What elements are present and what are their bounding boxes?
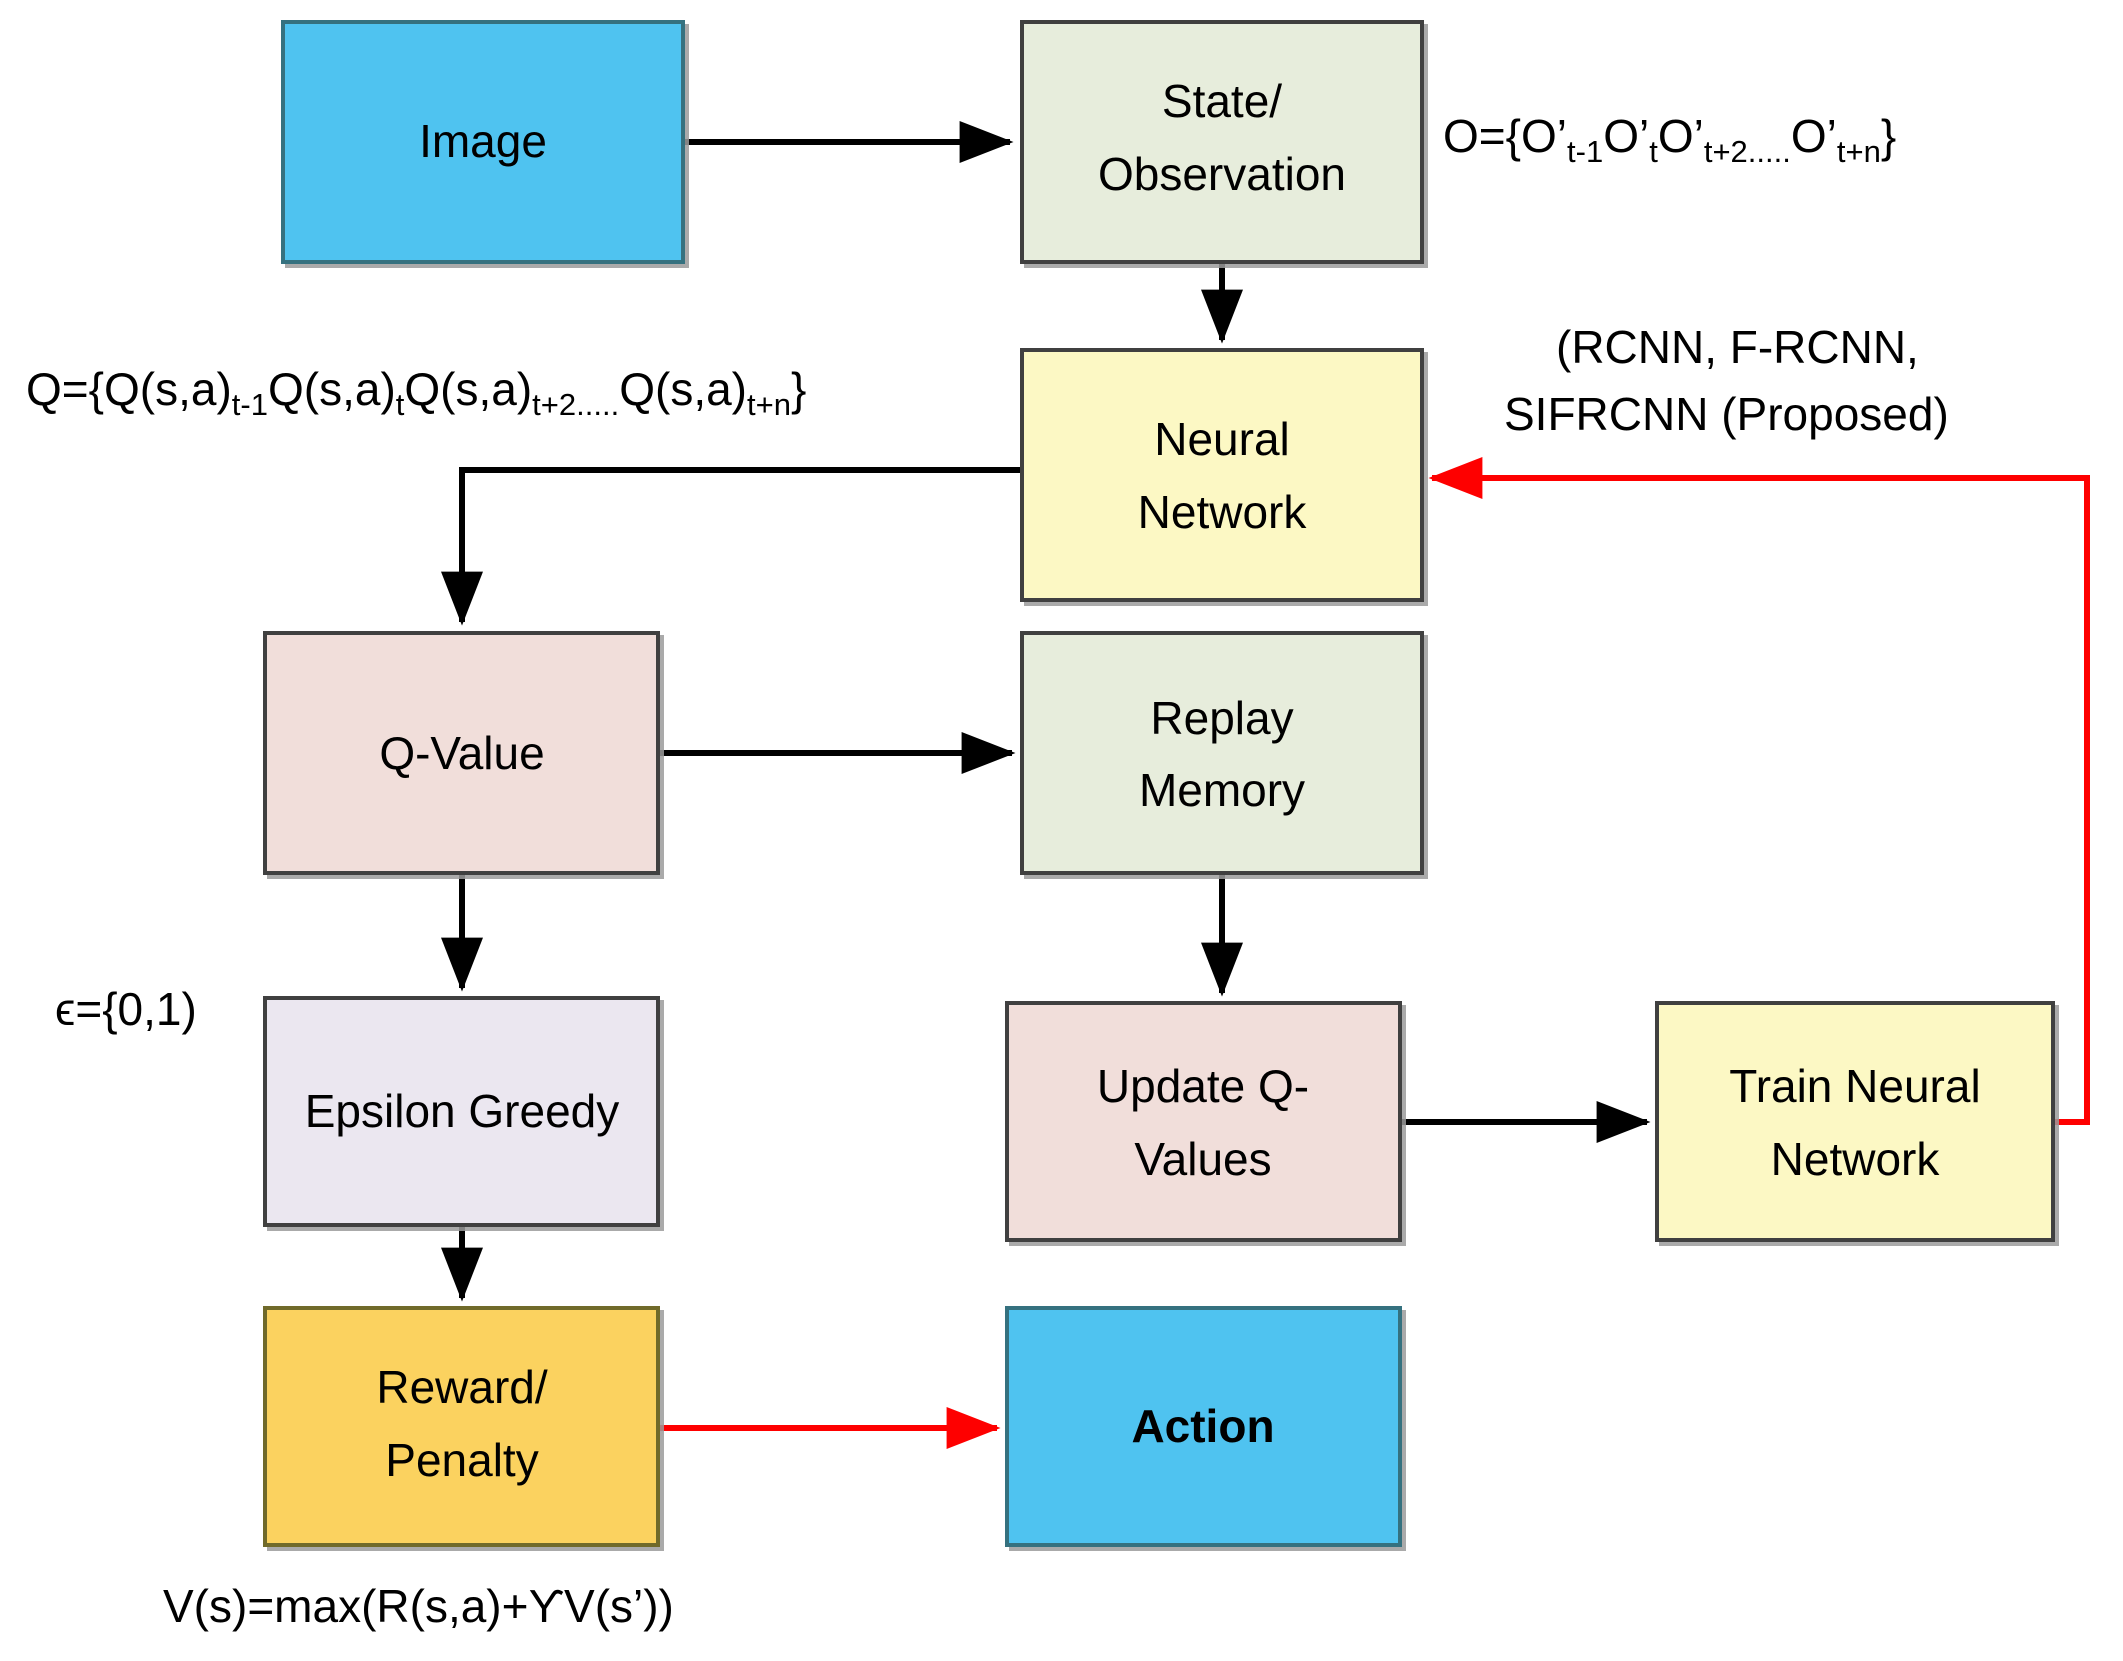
q-set-prefix: Q={Q(s,a) (26, 363, 232, 415)
q-set-mid2: Q(s,a) (404, 363, 532, 415)
node-state-observation[interactable]: State/ Observation (1020, 20, 1424, 264)
observation-set-prefix: O={O’ (1443, 110, 1567, 162)
q-set-formula: Q={Q(s,a)t-1Q(s,a)tQ(s,a)t+2.....Q(s,a)t… (26, 363, 806, 422)
node-update-q-values[interactable]: Update Q- Values (1005, 1001, 1402, 1242)
node-replay-memory-label-line1: Replay (1150, 692, 1293, 744)
q-set-sub3: t+2 (532, 387, 576, 422)
node-reward-penalty-label-line2: Penalty (385, 1434, 538, 1486)
edge-train-neural-network-to-neural-network (1428, 457, 2090, 1125)
observation-set-suffix: } (1881, 110, 1896, 162)
node-update-q-values-label-line2: Values (1134, 1133, 1271, 1185)
observation-set-mid3: O’ (1791, 110, 1837, 162)
epsilon-range-label: ϵ={0,1) (55, 983, 197, 1035)
node-neural-network-label-line1: Neural (1154, 413, 1290, 465)
q-set-mid1: Q(s,a) (268, 363, 396, 415)
node-replay-memory[interactable]: Replay Memory (1020, 631, 1424, 875)
network-variants-label-line1: (RCNN, F-RCNN, (1556, 321, 1919, 373)
node-replay-memory-label-line2: Memory (1139, 764, 1305, 816)
node-image-label: Image (419, 115, 547, 167)
node-reward-penalty-label-line1: Reward/ (376, 1361, 548, 1413)
q-set-sub2: t (396, 387, 405, 422)
observation-set-sub3: t+2 (1704, 134, 1748, 169)
node-epsilon-greedy[interactable]: Epsilon Greedy (263, 996, 660, 1227)
node-action-label: Action (1131, 1400, 1274, 1452)
observation-set-formula: O={O’t-1O’tO’t+2.....O’t+n} (1443, 110, 1896, 169)
value-function-formula: V(s)=max(R(s,a)+ϒV(s’)) (163, 1580, 674, 1632)
q-set-dots: ..... (576, 387, 619, 422)
node-state-observation-label-line2: Observation (1098, 148, 1346, 200)
node-train-neural-network[interactable]: Train Neural Network (1655, 1001, 2055, 1242)
node-action[interactable]: Action (1005, 1306, 1402, 1547)
q-set-sub1: t-1 (232, 387, 268, 422)
node-state-observation-label-line1: State/ (1162, 75, 1282, 127)
node-epsilon-greedy-label: Epsilon Greedy (305, 1085, 620, 1137)
q-set-sub4: t+n (747, 387, 791, 422)
observation-set-mid2: O’ (1658, 110, 1704, 162)
node-neural-network-label-line2: Network (1138, 486, 1308, 538)
observation-set-sub4: t+n (1837, 134, 1881, 169)
node-train-neural-network-label-line1: Train Neural (1729, 1060, 1980, 1112)
edge-neural-network-to-q-value (441, 467, 1022, 626)
q-set-mid3: Q(s,a) (619, 363, 747, 415)
node-q-value[interactable]: Q-Value (263, 631, 660, 875)
observation-set-sub1: t-1 (1567, 134, 1603, 169)
observation-set-dots: ..... (1748, 134, 1791, 169)
q-set-suffix: } (791, 363, 806, 415)
node-q-value-label: Q-Value (379, 727, 544, 779)
observation-set-mid1: O’ (1603, 110, 1649, 162)
node-update-q-values-label-line1: Update Q- (1097, 1060, 1309, 1112)
node-train-neural-network-label-line2: Network (1771, 1133, 1941, 1185)
node-image[interactable]: Image (281, 20, 685, 264)
node-neural-network[interactable]: Neural Network (1020, 348, 1424, 602)
network-variants-label-line2: SIFRCNN (Proposed) (1504, 388, 1949, 440)
node-reward-penalty[interactable]: Reward/ Penalty (263, 1306, 660, 1547)
observation-set-sub2: t (1649, 134, 1658, 169)
